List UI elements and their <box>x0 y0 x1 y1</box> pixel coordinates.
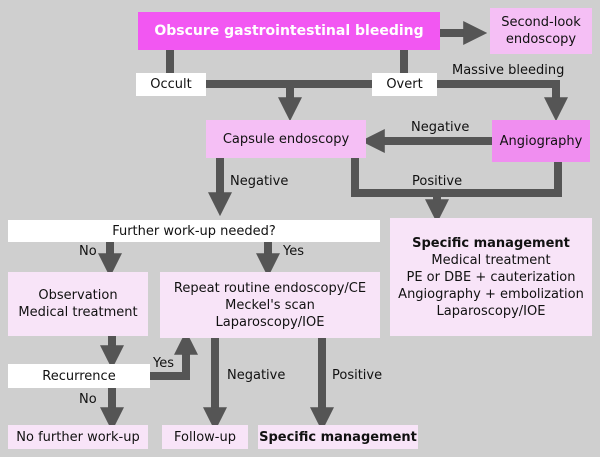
node-second-look-endoscopy: Second-look endoscopy <box>490 8 592 54</box>
second-look-line-1: Second-look <box>501 15 581 30</box>
second-look-line-2: endoscopy <box>505 32 577 47</box>
node-angiography-label: Angiography <box>499 133 583 149</box>
specific-line-3: Angiography + embolization <box>398 286 584 302</box>
node-no-further-work-up: No further work-up <box>8 425 148 449</box>
node-occult: Occult <box>136 73 206 96</box>
node-recurrence-label: Recurrence <box>42 368 116 384</box>
node-obscure-gi-bleeding: Obscure gastrointestinal bleeding <box>138 12 440 50</box>
arrow-overt-to-angiography <box>437 80 568 122</box>
node-follow-up: Follow-up <box>162 425 248 449</box>
node-occult-label: Occult <box>150 77 192 92</box>
arrow-occult-overt-to-capsule <box>206 80 302 122</box>
node-recurrence: Recurrence <box>8 364 150 388</box>
specific-management-heading: Specific management <box>412 235 570 251</box>
node-angiography: Angiography <box>492 120 590 162</box>
node-further-work-up-label: Further work-up needed? <box>112 223 276 239</box>
label-positive-capsule: Positive <box>412 174 463 189</box>
label-negative-capsule: Negative <box>230 174 289 189</box>
node-follow-up-label: Follow-up <box>174 429 236 445</box>
node-overt-label: Overt <box>386 77 423 92</box>
node-capsule-endoscopy: Capsule endoscopy <box>206 120 366 158</box>
specific-line-2: PE or DBE + cauterization <box>406 269 576 285</box>
label-positive-repeat: Positive <box>332 368 383 383</box>
node-no-further-work-up-label: No further work-up <box>16 429 140 445</box>
node-specific-management-bottom: Specific management <box>258 425 418 449</box>
repeat-line-3: Laparoscopy/IOE <box>215 314 325 330</box>
repeat-line-2: Meckel's scan <box>225 297 315 313</box>
label-negative-repeat: Negative <box>227 368 286 383</box>
label-no-further: No <box>79 244 97 259</box>
observation-line-2: Medical treatment <box>18 305 138 320</box>
node-repeat-workup: Repeat routine endoscopy/CE Meckel's sca… <box>160 272 380 338</box>
node-further-work-up: Further work-up needed? <box>8 220 380 242</box>
label-yes-recurrence: Yes <box>153 356 174 371</box>
label-negative-angiography: Negative <box>411 120 470 135</box>
node-observation: Observation Medical treatment <box>8 272 148 336</box>
connector-capsule-positive <box>351 158 562 197</box>
node-obscure-gi-bleeding-label: Obscure gastrointestinal bleeding <box>154 22 424 39</box>
arrow-recurrence-to-repeat <box>150 330 198 380</box>
node-specific-management-bottom-label: Specific management <box>259 429 417 445</box>
label-yes-further: Yes <box>283 244 304 259</box>
label-massive-bleeding: Massive bleeding <box>452 63 565 78</box>
label-no-recurrence: No <box>79 392 97 407</box>
node-capsule-endoscopy-label: Capsule endoscopy <box>222 131 350 147</box>
repeat-line-1: Repeat routine endoscopy/CE <box>173 280 367 296</box>
node-overt: Overt <box>372 73 437 96</box>
specific-line-4: Laparoscopy/IOE <box>436 303 546 319</box>
observation-line-1: Observation <box>38 288 118 303</box>
specific-line-1: Medical treatment <box>431 252 551 268</box>
node-specific-management-right: Specific management Medical treatment PE… <box>390 218 592 336</box>
